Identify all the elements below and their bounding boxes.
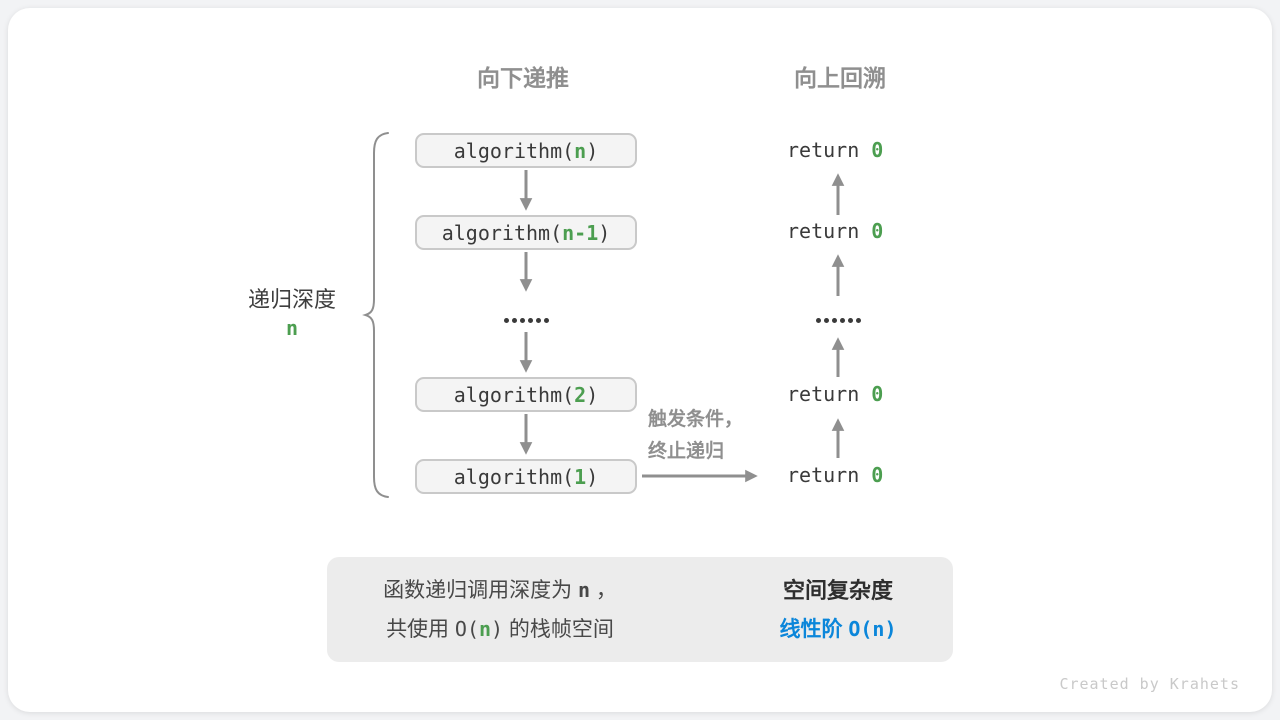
- depth-label: 递归深度: [247, 287, 336, 312]
- code-text: O(: [454, 616, 479, 641]
- code-text: algorithm(: [453, 138, 575, 163]
- code-text: ): [491, 616, 504, 641]
- code-arg: n-1: [562, 220, 599, 245]
- return-statement: return 0: [787, 382, 883, 407]
- dot: [856, 317, 861, 323]
- call-frame-label: algorithm(n): [454, 139, 599, 163]
- conclusion-code: O(n): [848, 616, 897, 641]
- premise-var: n: [577, 577, 591, 602]
- code-text: algorithm(: [453, 382, 575, 407]
- dot: [544, 317, 549, 323]
- conclusion-zh: 线性阶: [779, 617, 849, 641]
- code-text: return: [787, 382, 872, 406]
- summary-panel: [327, 557, 953, 662]
- premise-code: O(n): [455, 617, 503, 641]
- ellipsis-dots-right: [816, 317, 861, 323]
- return-value: 0: [871, 138, 884, 162]
- call-frame-label: algorithm(1): [454, 465, 599, 489]
- premise-line1: 函数递归调用深度为 n ，: [337, 571, 663, 610]
- summary-premise: 函数递归调用深度为 n ， 共使用 O(n) 的栈帧空间: [337, 557, 663, 662]
- premise-text: 共使用: [386, 617, 455, 641]
- code-text: algorithm(: [453, 464, 575, 489]
- code-text: ): [586, 138, 599, 163]
- premise-text: 函数递归调用深度为: [383, 578, 578, 602]
- code-arg: 1: [574, 464, 587, 489]
- code-text: ): [586, 382, 599, 407]
- header-recurse-down: 向下递推: [477, 65, 569, 91]
- dot: [512, 317, 517, 323]
- dot: [528, 317, 533, 323]
- code-arg: 2: [574, 382, 587, 407]
- return-statement: return 0: [787, 138, 883, 163]
- base-case-line1: 触发条件，: [648, 409, 744, 430]
- dot: [832, 317, 837, 323]
- return-value: 0: [871, 382, 884, 406]
- dot: [536, 317, 541, 323]
- code-text: ): [586, 464, 599, 489]
- dot: [840, 317, 845, 323]
- return-statement: return 0: [787, 463, 883, 488]
- call-frame-box-n: algorithm(n): [415, 133, 637, 168]
- header-backtrack-up: 向上回溯: [794, 65, 886, 91]
- return-value: 0: [871, 219, 884, 243]
- code-text: return: [787, 219, 872, 243]
- summary-conclusion: 空间复杂度 线性阶 O(n): [742, 557, 934, 662]
- code-text: ): [598, 220, 611, 245]
- call-frame-box-n-1: algorithm(n-1): [415, 215, 637, 250]
- ellipsis-dots-left: [504, 317, 549, 323]
- premise-text: 的栈帧空间: [503, 617, 614, 641]
- call-frame-label: algorithm(n-1): [442, 221, 611, 245]
- return-value: 0: [871, 463, 884, 487]
- call-frame-label: algorithm(2): [454, 383, 599, 407]
- return-statement: return 0: [787, 219, 883, 244]
- code-arg: n: [574, 138, 587, 163]
- premise-var: n: [479, 616, 492, 641]
- code-text: algorithm(: [441, 220, 563, 245]
- call-frame-box-1: algorithm(1): [415, 459, 637, 494]
- conclusion-title: 空间复杂度: [782, 577, 893, 603]
- watermark-credit: Created by Krahets: [1059, 675, 1240, 693]
- conclusion-result: 线性阶 O(n): [742, 610, 934, 649]
- depth-value: n: [285, 316, 299, 340]
- premise-text: ，: [590, 578, 617, 602]
- premise-line2: 共使用 O(n) 的栈帧空间: [337, 610, 663, 649]
- dot: [824, 317, 829, 323]
- code-text: return: [787, 138, 872, 162]
- dot: [848, 317, 853, 323]
- base-case-line2: 终止递归: [648, 441, 725, 462]
- base-case-note: 触发条件， 终止递归: [648, 404, 778, 468]
- dot: [816, 317, 821, 323]
- dot: [520, 317, 525, 323]
- call-frame-box-2: algorithm(2): [415, 377, 637, 412]
- code-text: return: [787, 463, 872, 487]
- dot: [504, 317, 509, 323]
